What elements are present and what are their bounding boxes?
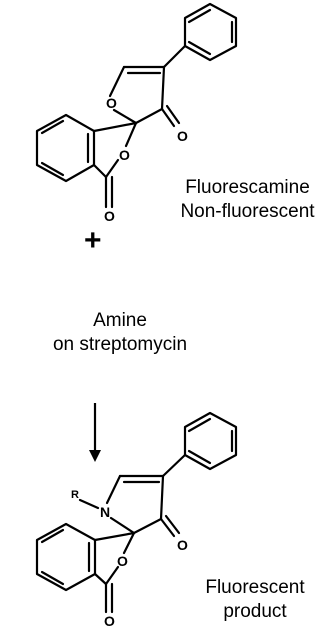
amine-line2: on streptomycin bbox=[52, 334, 188, 355]
reaction-arrow bbox=[89, 403, 101, 462]
benzo-ring-bottom bbox=[35, 522, 97, 592]
oxygen-label: O bbox=[117, 553, 128, 569]
product-label: Fluorescent product bbox=[185, 576, 325, 624]
reactant-property: Non-fluorescent bbox=[180, 201, 315, 222]
plus-sign: + bbox=[84, 224, 102, 257]
oxygen-label: O bbox=[177, 128, 188, 144]
benzo-ring-top bbox=[35, 113, 96, 183]
oxygen-label: O bbox=[106, 95, 117, 111]
amine-label: Amine on streptomycin bbox=[0, 309, 240, 357]
oxygen-label: O bbox=[104, 208, 115, 224]
product-line1: Fluorescent bbox=[205, 577, 305, 598]
fluorescamine-label: Fluorescamine Non-fluorescent bbox=[160, 176, 335, 224]
oxygen-label: O bbox=[104, 613, 115, 629]
reactant-name: Fluorescamine bbox=[185, 177, 310, 198]
amine-line1: Amine bbox=[93, 310, 147, 331]
oxygen-label: O bbox=[177, 537, 188, 553]
r-group-label: R bbox=[71, 489, 79, 501]
product-structure: R N O O O bbox=[35, 411, 238, 629]
phenyl-ring-top bbox=[183, 2, 238, 62]
product-line2: product bbox=[223, 601, 287, 622]
oxygen-label: O bbox=[119, 147, 130, 163]
phenyl-ring-bottom bbox=[183, 411, 238, 471]
fluorescamine-structure: O O O O bbox=[35, 2, 238, 224]
nitrogen-label: N bbox=[100, 504, 110, 520]
